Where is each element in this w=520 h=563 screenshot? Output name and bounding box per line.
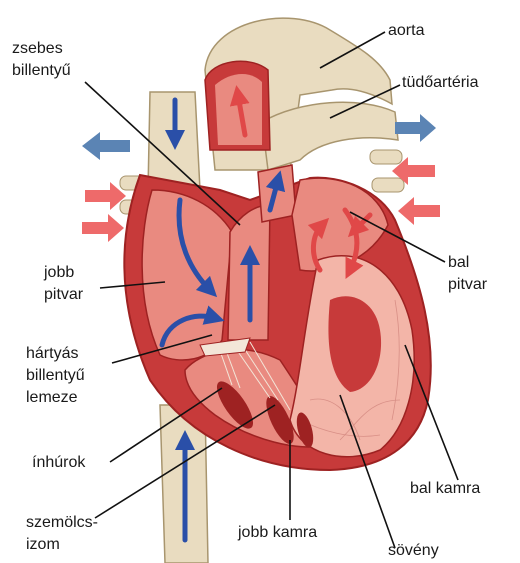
label-hartyas-billentyu-lemeze: hártyás billentyű lemeze (26, 343, 85, 409)
label-soveny: sövény (388, 540, 439, 562)
label-jobb-pitvar: jobb pitvar (44, 262, 83, 306)
label-szemolcs-izom: szemölcs- izom (26, 512, 98, 556)
label-zsebes-billentyu: zsebes billentyű (12, 38, 71, 82)
label-inhurok: ínhúrok (32, 452, 85, 474)
label-aorta: aorta (388, 20, 424, 42)
label-bal-pitvar: bal pitvar (448, 252, 487, 296)
label-bal-kamra: bal kamra (410, 478, 480, 500)
right-atrium-chamber (142, 190, 232, 360)
label-jobb-kamra: jobb kamra (238, 522, 317, 544)
label-tudoarteria: tüdőartéria (402, 72, 479, 94)
